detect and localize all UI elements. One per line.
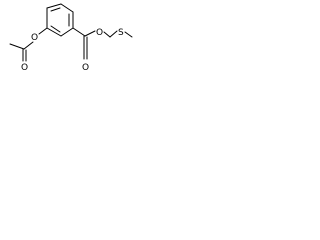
molecule-structure: O O O O S	[9, 3, 133, 73]
bond-ring-to-carbonyl	[72, 27, 86, 37]
ring-double-bond	[50, 25, 61, 33]
ring-bond	[60, 3, 74, 13]
ester-carbonyl-oxygen-label: O	[82, 63, 89, 73]
bond-ring-to-oxygen	[38, 27, 48, 35]
sulfur-label: S	[118, 28, 124, 38]
ring-bond	[60, 27, 74, 37]
acetyl-carbonyl-oxygen-label: O	[21, 63, 28, 73]
ester-oxygen-label: O	[96, 28, 103, 38]
bond-sulfur-to-methyl	[124, 31, 133, 38]
bond-methylene-to-sulfur	[109, 30, 118, 38]
ring-bond	[46, 3, 62, 9]
acetoxy-oxygen-label: O	[31, 33, 38, 43]
bond-oxygen-to-carbonyl	[23, 41, 34, 50]
ring-double-bond	[50, 7, 61, 12]
ester-group: O O S	[72, 27, 133, 73]
bond-ester-oxygen-to-methylene	[103, 31, 111, 38]
bond-carbonyl-to-methyl	[9, 43, 25, 50]
acetoxy-group: O O	[9, 27, 48, 73]
ring-bond	[46, 27, 62, 37]
benzene-ring	[46, 3, 74, 37]
bond-carbonyl-to-ester-oxygen	[84, 30, 96, 37]
